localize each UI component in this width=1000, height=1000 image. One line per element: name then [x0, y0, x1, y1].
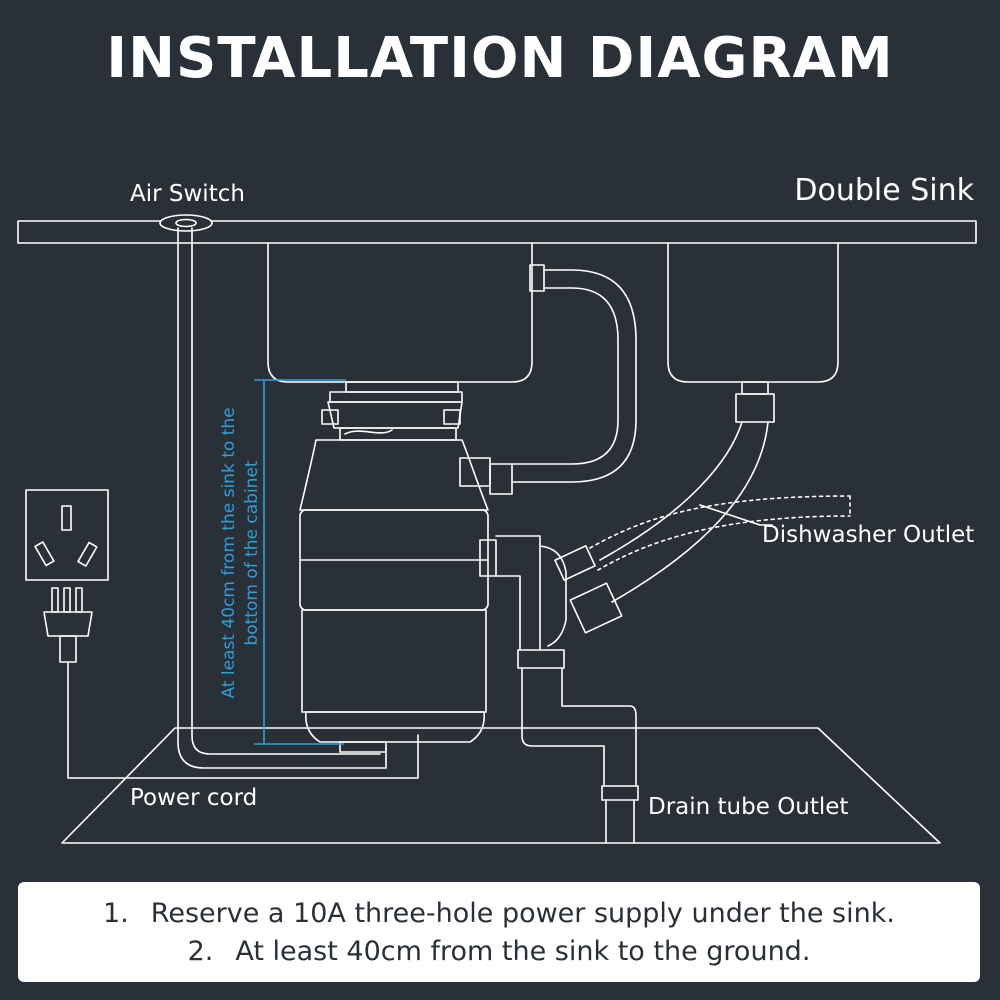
- note-text: Reserve a 10A three-hole power supply un…: [150, 898, 895, 929]
- drain-tube-outlet-label: Drain tube Outlet: [648, 794, 848, 820]
- cabinet-floor: [61, 727, 941, 844]
- dishwasher-leader: [699, 504, 773, 526]
- note-item: 1. Reserve a 10A three-hole power supply …: [18, 898, 980, 929]
- left-sink-basin: [267, 242, 533, 383]
- dishwasher-inlet: [554, 545, 623, 634]
- measurement-text-line2: bottom of the cabinet: [242, 460, 262, 645]
- right-sink-hose: [599, 381, 775, 603]
- note-text: At least 40cm from the sink to the groun…: [235, 936, 811, 967]
- air-switch[interactable]: [159, 214, 387, 769]
- garbage-disposer: [299, 439, 497, 753]
- countertop: [17, 220, 977, 244]
- notes-panel: 1. Reserve a 10A three-hole power supply …: [18, 882, 980, 982]
- dishwasher-outlet-hose: [589, 495, 851, 571]
- diagram-canvas: At least 40cm from the sink to the botto…: [17, 173, 977, 844]
- power-cord-label: Power cord: [130, 785, 257, 811]
- note-number: 2.: [187, 936, 214, 967]
- power-cord-line: [67, 661, 419, 779]
- air-switch-label: Air Switch: [130, 181, 245, 207]
- note-number: 1.: [103, 898, 129, 929]
- dishwasher-outlet-label: Dishwasher Outlet: [762, 522, 974, 548]
- power-socket: [25, 489, 109, 581]
- power-plug: [43, 587, 93, 663]
- double-sink-label: Double Sink: [794, 173, 974, 208]
- sink-connection-pipe: [489, 264, 637, 495]
- measurement-text-line1: At least 40cm from the sink to the: [219, 407, 239, 698]
- page-title: INSTALLATION DIAGRAM: [106, 26, 894, 91]
- sink-flange: [321, 381, 463, 441]
- drain-trap: [495, 535, 639, 844]
- note-item: 2. At least 40cm from the sink to the gro…: [18, 936, 980, 967]
- right-sink-basin: [667, 242, 839, 383]
- height-measurement: [254, 379, 346, 745]
